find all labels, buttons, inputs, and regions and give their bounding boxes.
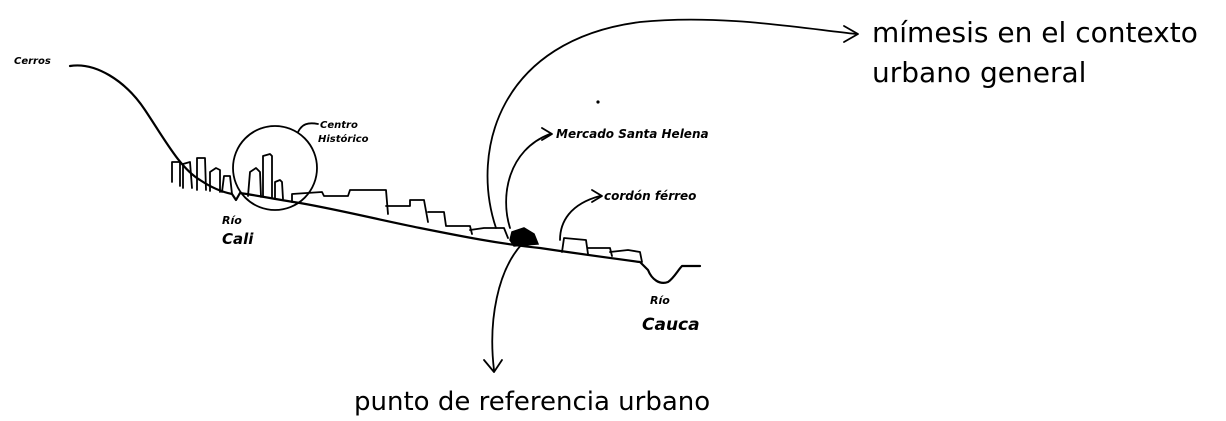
stepped-buildings-middle (291, 189, 509, 239)
stepped-buildings-right (561, 237, 643, 263)
label-centro-historico-2: Histórico (318, 133, 369, 145)
label-centro-historico-1: Centro (320, 120, 358, 131)
punto-referencia-arrowhead-icon (483, 359, 503, 373)
mercado-santa-helena-building (509, 227, 540, 247)
mercado-arrowhead-icon (541, 127, 553, 141)
label-rio-cali-2: Cali (222, 230, 254, 248)
label-rio-cauca-2: Cauca (642, 315, 700, 335)
mimesis-pointer-arrow (486, 18, 857, 229)
cordon-ferreo-pointer (559, 195, 601, 241)
cordon-ferreo-arrowhead-icon (591, 189, 603, 203)
centro-historico-circle (232, 125, 318, 211)
label-mimesis-line1: mímesis en el contexto (872, 16, 1198, 49)
terrain-profile (68, 64, 702, 284)
label-cerros: Cerros (14, 56, 51, 67)
label-punto-referencia: punto de referencia urbano (354, 387, 710, 416)
towers-left-group (171, 157, 233, 195)
sketch-dot (596, 100, 600, 104)
centro-historico-pointer (297, 122, 319, 133)
label-rio-cali-1: Río (222, 214, 242, 227)
label-mercado-santa-helena: Mercado Santa Helena (556, 127, 709, 141)
punto-referencia-pointer (491, 243, 523, 371)
towers-centro-historico (247, 153, 284, 200)
label-mimesis-line2: urbano general (872, 56, 1086, 89)
mercado-pointer-arrow (505, 133, 551, 229)
mimesis-arrowhead-icon (843, 25, 859, 43)
label-rio-cauca-1: Río (650, 294, 670, 307)
label-cordon-ferreo: cordón férreo (604, 189, 696, 203)
